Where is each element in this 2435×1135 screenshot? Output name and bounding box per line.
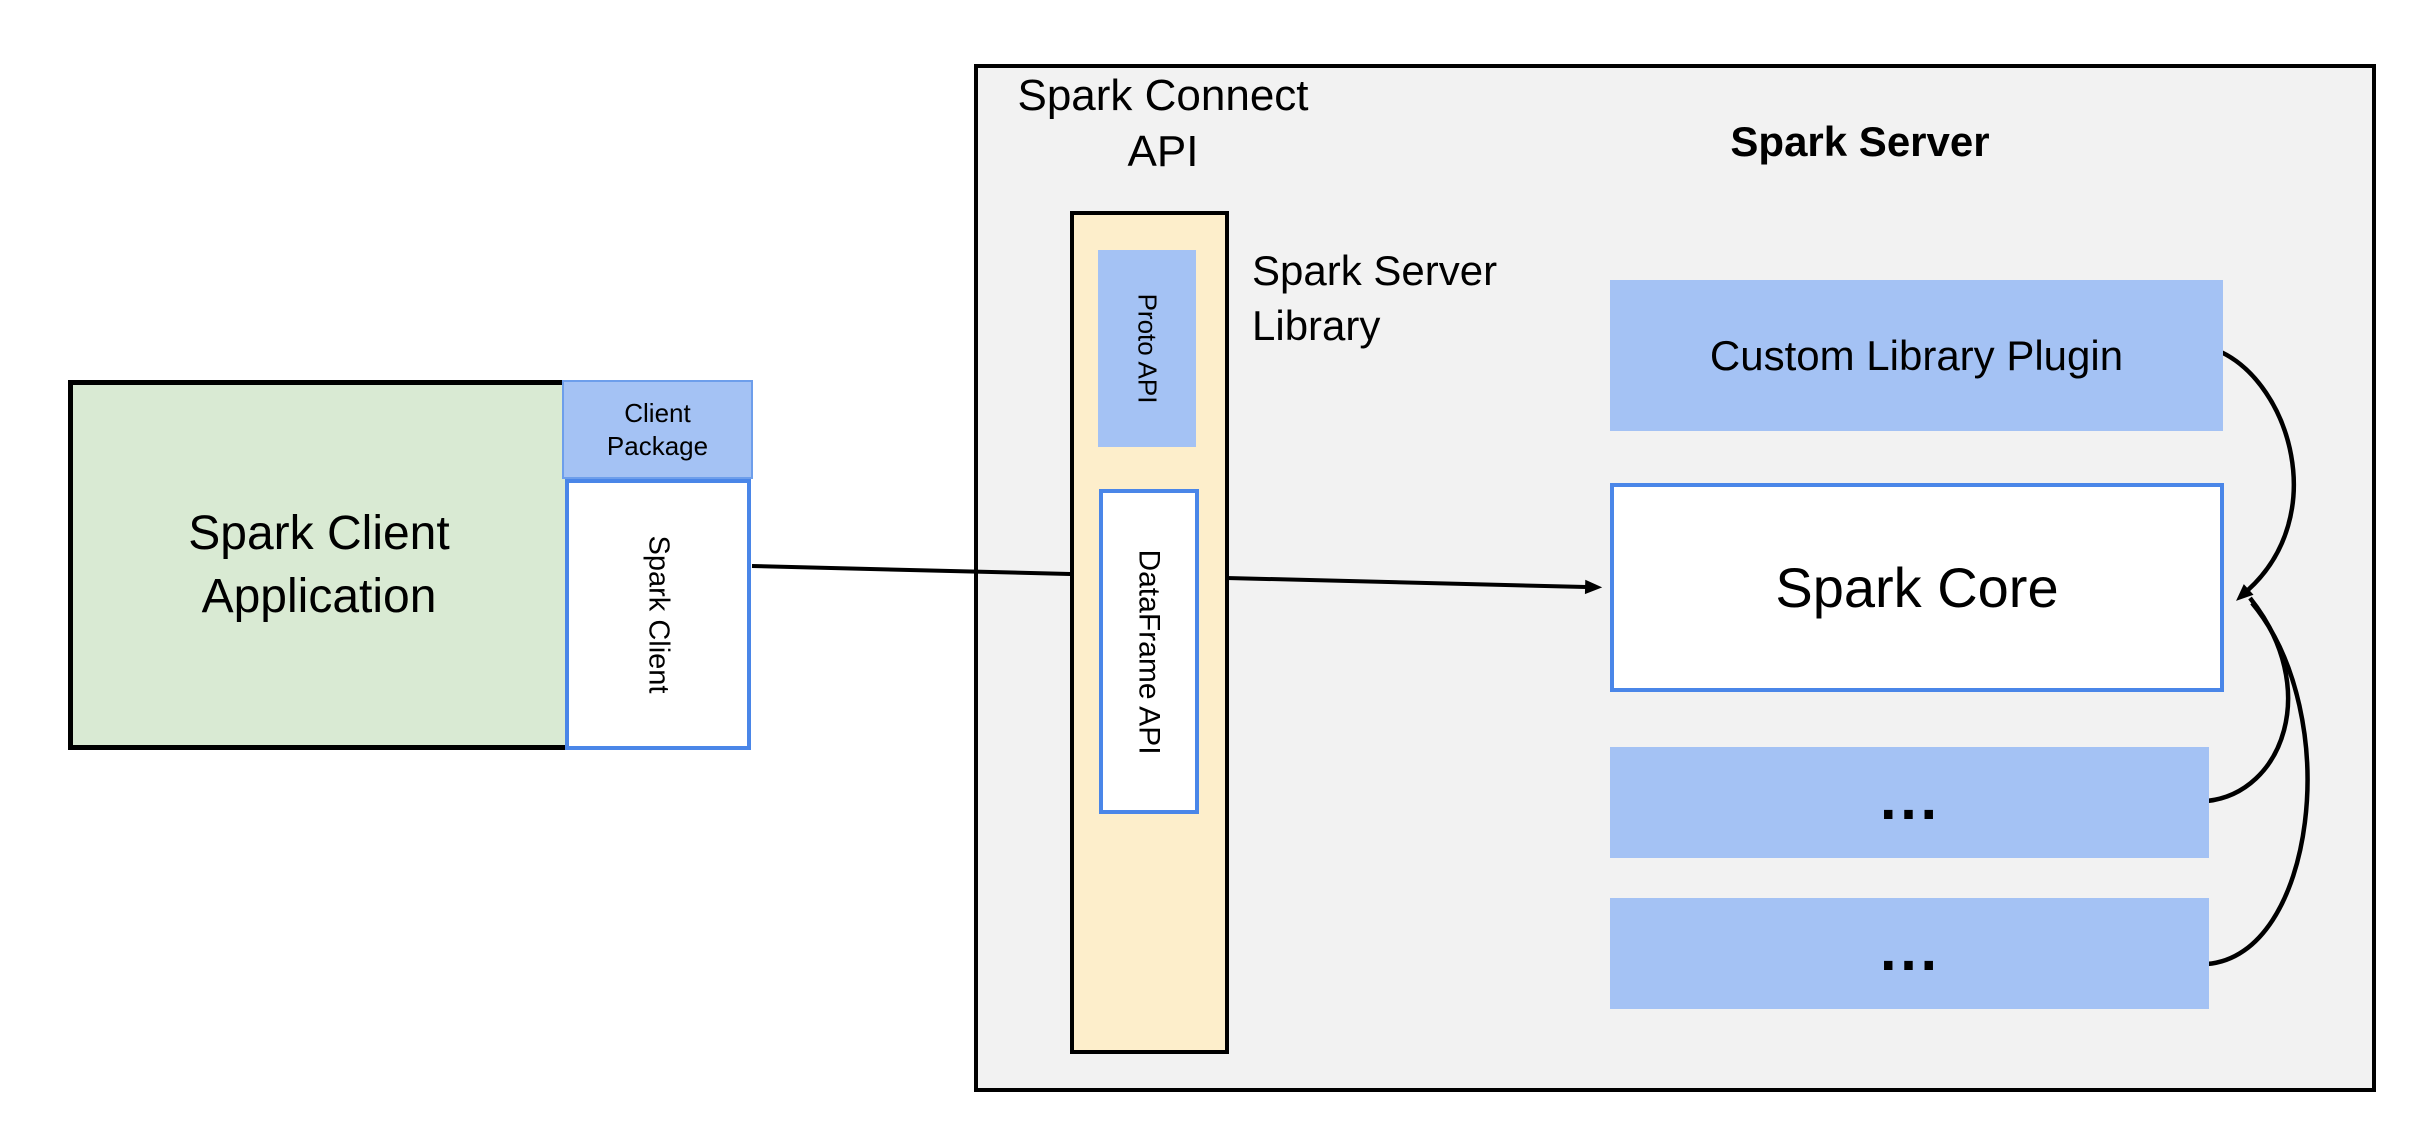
- spark-client-box: Spark Client: [565, 479, 751, 750]
- spark-server-library-label: Spark Server Library: [1252, 246, 1498, 349]
- spark-server-title: Spark Server: [1730, 118, 1990, 165]
- proto-api-label: Proto API: [1132, 293, 1163, 404]
- spark-connect-api-label: Spark Connect API: [1017, 71, 1309, 176]
- spark-core-box: Spark Core: [1610, 483, 2224, 692]
- custom-library-plugin-box: Custom Library Plugin: [1610, 280, 2223, 431]
- spark-client-application-box: Spark Client Application: [68, 380, 570, 750]
- proto-api-box: Proto API: [1098, 250, 1196, 447]
- client-package-box: Client Package: [562, 380, 753, 479]
- server-module-box-2: ...: [1610, 898, 2209, 1009]
- spark-client-label: Spark Client: [642, 535, 675, 694]
- dataframe-api-label: DataFrame API: [1133, 548, 1167, 755]
- server-module-box-1: ...: [1610, 747, 2209, 858]
- dataframe-api-box: DataFrame API: [1099, 489, 1199, 814]
